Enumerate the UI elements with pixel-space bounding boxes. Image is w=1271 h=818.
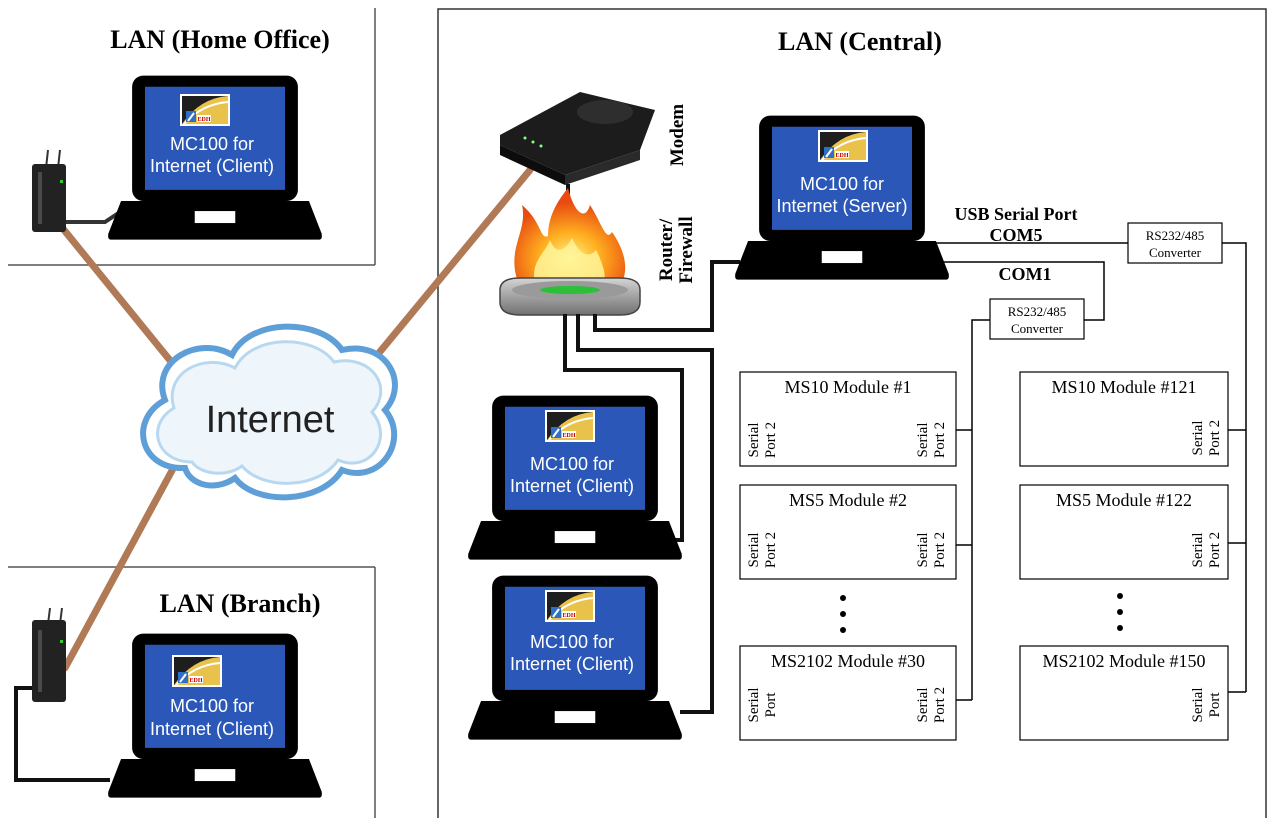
converter-box-right: RS232/485 Converter xyxy=(1127,222,1223,264)
server-line1: MC100 for xyxy=(800,174,884,194)
app-logo-icon xyxy=(545,410,595,442)
module-ms2102-30: MS2102 Module #30 Serial Port Serial Por… xyxy=(739,645,957,741)
modem-label: Modem xyxy=(667,104,688,166)
cloud-icon xyxy=(140,323,398,501)
server-laptop: MC100 for Internet (Server) xyxy=(735,115,949,280)
right-port-line2: Port 2 xyxy=(932,422,948,458)
branch-client-line1: MC100 for xyxy=(170,696,254,716)
central-client-laptop-1: MC100 for Internet (Client) xyxy=(468,395,682,560)
app-logo-icon xyxy=(180,94,230,126)
converter-box-left: RS232/485 Converter xyxy=(989,298,1085,340)
home-office-title: LAN (Home Office) xyxy=(110,25,329,54)
right-port-line1: Serial xyxy=(915,688,931,723)
right-port-line1: Serial xyxy=(1190,688,1206,723)
module-ms5-2: MS5 Module #2 Serial Port 2 Serial Port … xyxy=(739,484,957,580)
firewall-icon xyxy=(514,188,626,282)
home-client-line2: Internet (Client) xyxy=(150,156,274,176)
branch-client-laptop: MC100 for Internet (Client) xyxy=(108,633,322,798)
left-port-line2: Port 2 xyxy=(763,422,779,458)
branch-lan-cable xyxy=(14,686,110,782)
com1-label: COM1 xyxy=(999,264,1052,284)
right-port-line2: Port 2 xyxy=(932,687,948,723)
module-ms10-121: MS10 Module #121 Serial Port 2 xyxy=(1019,371,1229,467)
central-client-1-line2: Internet (Client) xyxy=(510,476,634,496)
server-line2: Internet (Server) xyxy=(776,196,907,216)
branch-panel xyxy=(8,566,376,818)
left-port-line1: Serial xyxy=(746,533,762,568)
converter-right-line2: Converter xyxy=(1149,245,1202,260)
right-port-line2: Port 2 xyxy=(1207,420,1223,456)
left-port-line2: Port 2 xyxy=(763,532,779,568)
home-lan-cable xyxy=(66,210,122,224)
com5-label: COM5 xyxy=(990,225,1043,245)
router-label-line2: Firewall xyxy=(676,216,697,283)
home-client-line1: MC100 for xyxy=(170,134,254,154)
branch-wireless-router-icon xyxy=(32,607,66,702)
ellipsis-left xyxy=(840,595,846,633)
converter-left-line1: RS232/485 xyxy=(1008,304,1067,319)
module-title: MS10 Module #121 xyxy=(1051,377,1196,397)
right-port-line1: Serial xyxy=(1190,533,1206,568)
app-logo-icon xyxy=(172,655,222,687)
central-client-2-line2: Internet (Client) xyxy=(510,654,634,674)
central-panel xyxy=(437,8,1267,818)
right-port-line2: Port 2 xyxy=(1207,532,1223,568)
internet-label: Internet xyxy=(206,399,335,441)
module-ms10-1: MS10 Module #1 Serial Port 2 Serial Port… xyxy=(739,371,957,467)
router-icon xyxy=(499,277,641,316)
modem-icon xyxy=(500,92,655,185)
module-title: MS2102 Module #30 xyxy=(771,651,925,671)
ellipsis-right xyxy=(1117,593,1123,631)
usb-port-label: USB Serial Port xyxy=(955,204,1078,224)
right-port-line1: Serial xyxy=(1190,421,1206,456)
central-client-1-line1: MC100 for xyxy=(530,454,614,474)
right-port-line1: Serial xyxy=(915,423,931,458)
converter-right-line1: RS232/485 xyxy=(1146,228,1205,243)
central-client-laptop-2: MC100 for Internet (Client) xyxy=(468,575,682,740)
right-port-line1: Serial xyxy=(915,533,931,568)
right-port-line2: Port 2 xyxy=(932,532,948,568)
app-logo-icon xyxy=(545,590,595,622)
right-port-line2: Port xyxy=(1207,692,1223,718)
converter-left-line2: Converter xyxy=(1011,321,1064,336)
branch-client-line2: Internet (Client) xyxy=(150,719,274,739)
branch-title: LAN (Branch) xyxy=(159,589,320,618)
central-title: LAN (Central) xyxy=(778,27,942,56)
home-office-panel xyxy=(8,8,376,266)
module-title: MS2102 Module #150 xyxy=(1042,651,1205,671)
central-client-2-line1: MC100 for xyxy=(530,632,614,652)
left-port-line2: Port xyxy=(763,692,779,718)
module-title: MS10 Module #1 xyxy=(784,377,911,397)
module-title: MS5 Module #2 xyxy=(789,490,907,510)
left-port-line1: Serial xyxy=(746,688,762,723)
serial-wiring xyxy=(930,242,1247,701)
module-ms5-122: MS5 Module #122 Serial Port 2 xyxy=(1019,484,1229,580)
home-client-laptop: MC100 for Internet (Client) xyxy=(108,75,322,240)
router-label-line1: Router/ xyxy=(656,218,677,281)
home-wireless-router-icon xyxy=(32,149,66,232)
module-ms2102-150: MS2102 Module #150 Serial Port xyxy=(1019,645,1229,741)
module-title: MS5 Module #122 xyxy=(1056,490,1192,510)
left-port-line1: Serial xyxy=(746,423,762,458)
app-logo-icon xyxy=(818,130,868,162)
internet-links xyxy=(56,166,534,672)
